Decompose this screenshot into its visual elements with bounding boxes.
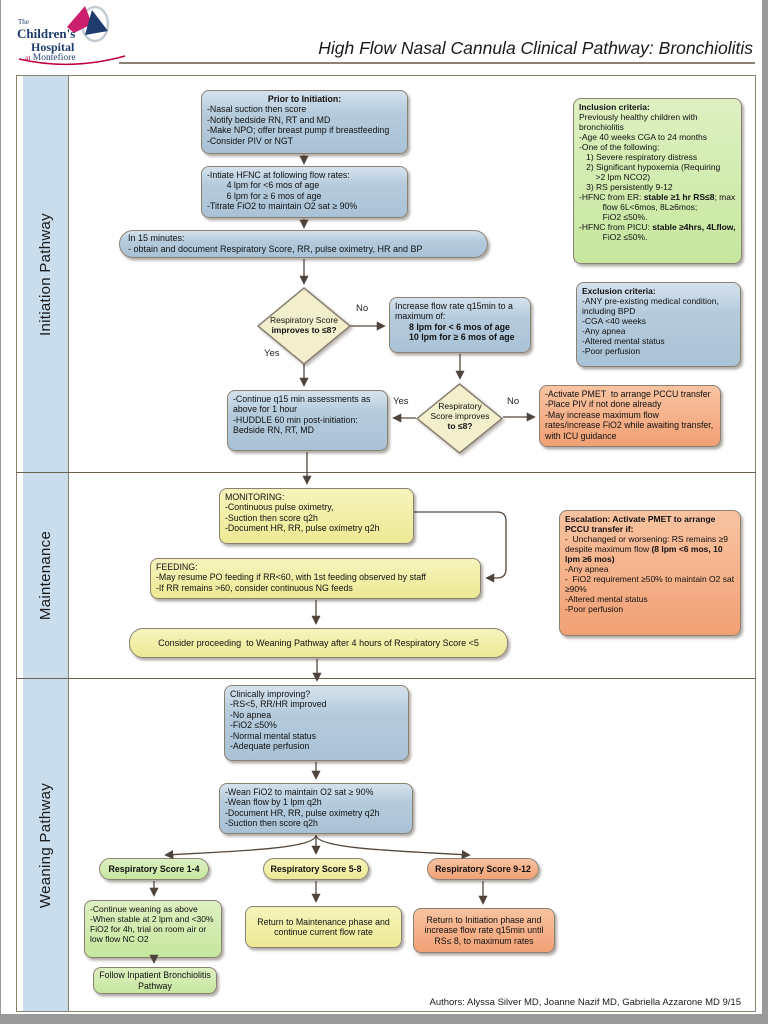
logo-kite-icon [67, 5, 110, 43]
return-initiation-body: Return to Initiation phase and increase … [424, 914, 544, 946]
escalation-box: Escalation: Activate PMET to arrange PCC… [559, 510, 741, 636]
logo-text-montefiore: at Montefiore [25, 53, 76, 63]
header-rule [119, 62, 755, 64]
continue-weaning-body: -Continue weaning as above -When stable … [90, 904, 214, 945]
follow-inpatient-box: Follow Inpatient Bronchiolitis Pathway [93, 967, 217, 994]
wean-fio2-box: -Wean FiO2 to maintain O2 sat ≥ 90% -Wea… [219, 783, 413, 834]
no-label-2: No [507, 396, 520, 407]
section-divider-1 [16, 472, 756, 473]
in-15-minutes-body: In 15 minutes: - obtain and document Res… [128, 233, 423, 254]
decision-2-text: Respiratory Score improves to ≤8? [430, 401, 490, 432]
sidebar-section-weaning: Weaning Pathway [23, 679, 69, 1011]
clinically-improving-body: Clinically improving? -RS<5, RR/HR impro… [230, 689, 327, 751]
return-maintenance-body: Return to Maintenance phase and continue… [257, 916, 390, 937]
increase-flow-rates: 8 lpm for < 6 mos of age 10 lpm for ≥ 6 … [409, 321, 515, 343]
follow-inpatient-body: Follow Inpatient Bronchiolitis Pathway [99, 970, 211, 991]
consider-weaning-box: Consider proceeding to Weaning Pathway a… [129, 628, 508, 658]
activate-pmet-body: -Activate PMET to arrange PCCU transfer … [545, 389, 714, 441]
monitoring-body: MONITORING: -Continuous pulse oximetry, … [225, 492, 380, 534]
pathway-frame [16, 75, 756, 1012]
decision-1-text: Respiratory Score improves to ≤8? [269, 315, 339, 336]
exclusion-body: -ANY pre-existing medical condition, inc… [582, 296, 719, 357]
prior-title: Prior to Initiation: [267, 94, 342, 104]
consider-weaning-body: Consider proceeding to Weaning Pathway a… [158, 637, 479, 648]
feeding-body: FEEDING: -May resume PO feeding if RR<60… [156, 562, 426, 593]
logo-swoosh-icon [18, 55, 126, 66]
sidebar-section-initiation: Initiation Pathway [23, 76, 69, 472]
feeding-box: FEEDING: -May resume PO feeding if RR<60… [150, 558, 481, 599]
increase-flow-head: Increase flow rate q15min to a maximum o… [395, 301, 516, 322]
exclusion-criteria-box: Exclusion criteria: -ANY pre-existing me… [576, 282, 741, 367]
in-15-minutes-box: In 15 minutes: - obtain and document Res… [119, 230, 488, 258]
logo-text-childrens: Children's [17, 26, 76, 41]
clinically-improving-box: Clinically improving? -RS<5, RR/HR impro… [224, 685, 409, 761]
logo-text-hospital: Hospital [31, 40, 75, 54]
inclusion-criteria-box: Inclusion criteria: Previously healthy c… [573, 98, 742, 264]
hospital-logo: The Children's Hospital at Montefiore [15, 3, 130, 67]
exclusion-title: Exclusion criteria: [582, 286, 656, 296]
respiratory-score-9-12-pill: Respiratory Score 9-12 [427, 858, 539, 880]
continue-assessments-box: -Continue q15 min assessments as above f… [227, 390, 388, 451]
return-maintenance-box: Return to Maintenance phase and continue… [245, 906, 402, 948]
sidebar-section-maintenance: Maintenance [23, 473, 69, 678]
wean-fio2-body: -Wean FiO2 to maintain O2 sat ≥ 90% -Wea… [225, 787, 380, 829]
inclusion-body: Previously healthy children with bronchi… [579, 112, 736, 243]
inclusion-title: Inclusion criteria: [579, 102, 650, 112]
no-label-1: No [356, 303, 369, 314]
escalation-body: - Unchanged or worsening: RS remains ≥9 … [565, 534, 735, 615]
monitoring-box: MONITORING: -Continuous pulse oximetry, … [219, 488, 414, 544]
respiratory-score-5-8-pill: Respiratory Score 5-8 [263, 858, 369, 880]
respiratory-score-1-4-pill: Respiratory Score 1-4 [99, 858, 209, 880]
continue-weaning-box: -Continue weaning as above -When stable … [84, 900, 222, 958]
respiratory-score-decision-2 [416, 383, 503, 454]
initiate-hfnc-box: -Intiate HFNC at following flow rates: 4… [201, 166, 408, 218]
authors-note: Authors: Alyssa Silver MD, Joanne Nazif … [429, 997, 741, 1008]
page-title: High Flow Nasal Cannula Clinical Pathway… [318, 38, 753, 58]
increase-flow-box: Increase flow rate q15min to a maximum o… [389, 297, 531, 353]
escalation-title: Escalation: Activate PMET to arrange PCC… [565, 514, 716, 535]
section-divider-2 [16, 678, 756, 679]
yes-label-2: Yes [393, 396, 409, 407]
yes-label-1: Yes [264, 348, 280, 359]
prior-body: -Nasal suction then score -Notify bedsid… [207, 104, 390, 146]
return-initiation-box: Return to Initiation phase and increase … [413, 908, 555, 953]
prior-to-initiation-box: Prior to Initiation: -Nasal suction then… [201, 90, 408, 154]
activate-pmet-box: -Activate PMET to arrange PCCU transfer … [539, 385, 721, 447]
logo-text-the: The [18, 18, 29, 26]
continue-assessments-body: -Continue q15 min assessments as above f… [233, 394, 371, 436]
initiate-hfnc-body: -Intiate HFNC at following flow rates: 4… [207, 170, 358, 212]
